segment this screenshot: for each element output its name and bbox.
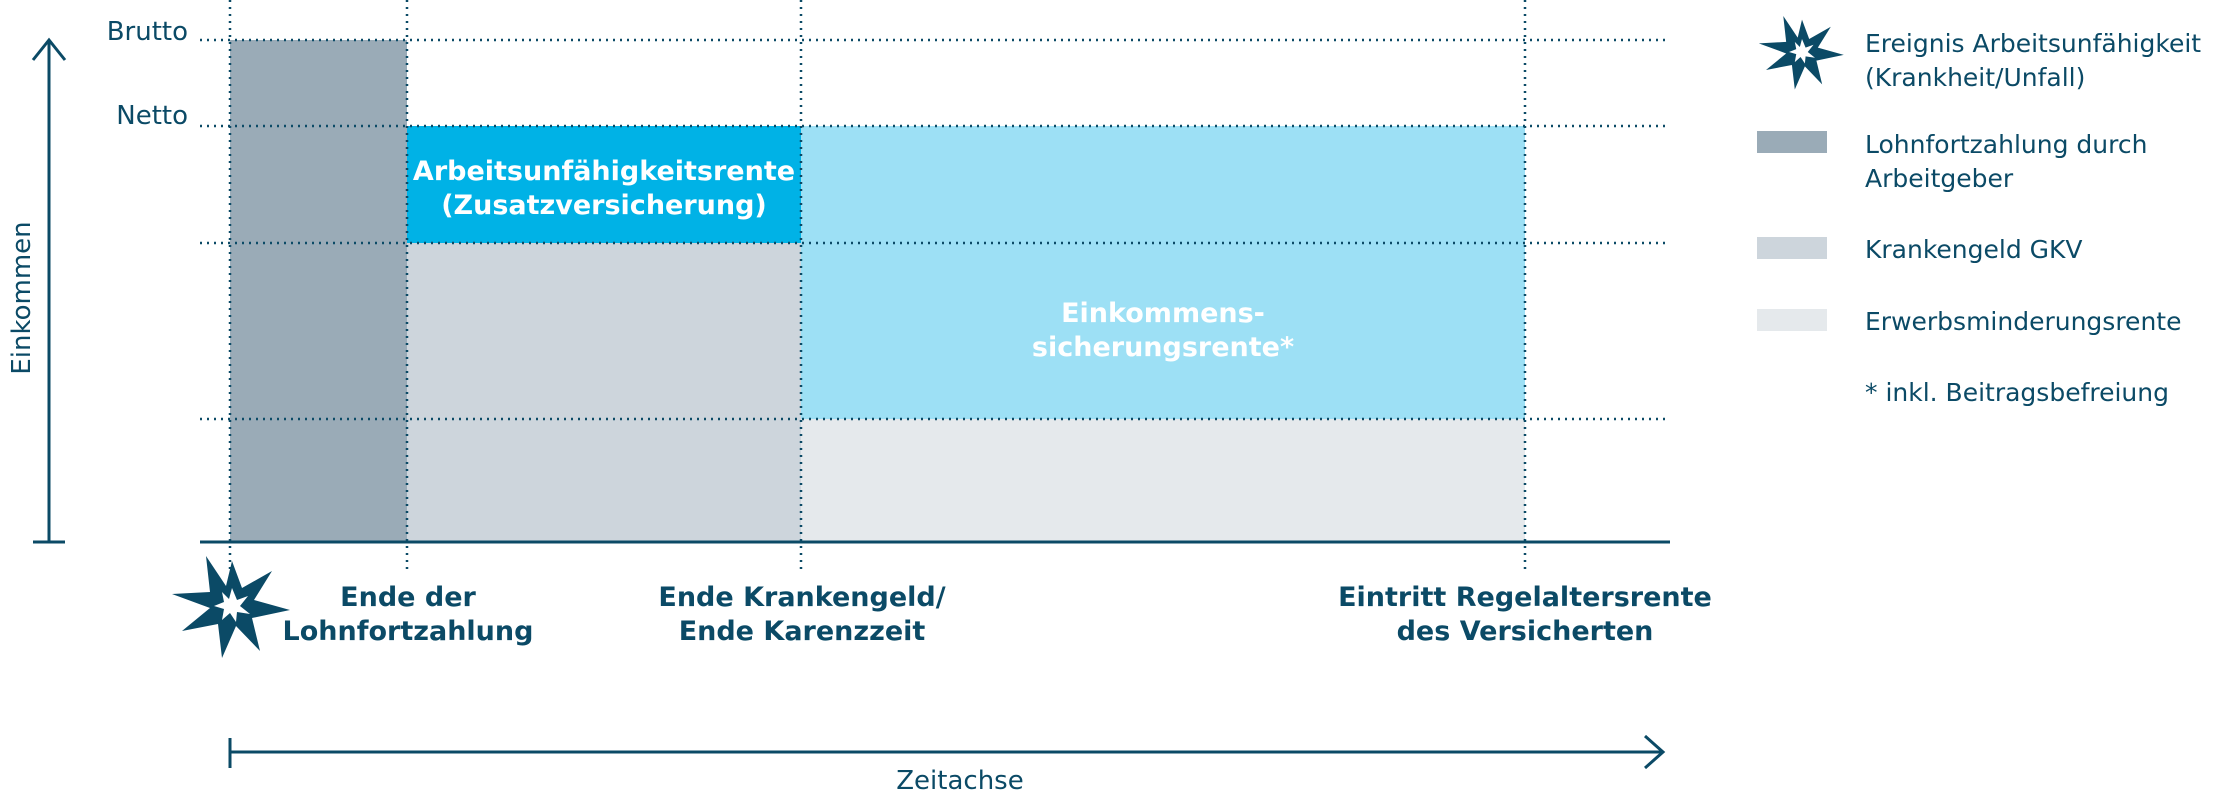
legend-swatch-kranken — [1757, 237, 1827, 259]
einkommen-label-line2: sicherungsrente* — [1032, 332, 1294, 363]
brutto-label: Brutto — [107, 17, 188, 47]
milestone-3-line1: Eintritt Regelaltersrente — [1338, 582, 1712, 613]
legend-lohn-line2: Arbeitgeber — [1865, 164, 2014, 193]
legend-erwerb: Erwerbsminderungsrente — [1865, 307, 2181, 336]
horizontal-gridlines — [200, 38, 1670, 421]
legend-kranken: Krankengeld GKV — [1865, 235, 2083, 264]
legend-event-line1: Ereignis Arbeitsunfähigkeit — [1865, 29, 2201, 58]
milestone-1-line1: Ende der — [340, 582, 476, 613]
krankengeld-block — [407, 243, 801, 542]
legend-swatch-lohn — [1757, 131, 1827, 153]
y-axis-label: Einkommen — [7, 221, 37, 374]
einkommenssicherung-block — [801, 126, 1525, 419]
erwerbsminderung-block — [801, 419, 1525, 542]
legend-note: * inkl. Beitragsbefreiung — [1865, 378, 2169, 407]
netto-label: Netto — [116, 101, 188, 131]
au-rente-block — [407, 126, 801, 243]
lohnfortzahlung-block — [230, 40, 407, 542]
milestone-2-line1: Ende Krankengeld/ — [658, 582, 945, 613]
legend-swatch-erwerb — [1757, 309, 1827, 331]
milestone-3-line2: des Versicherten — [1397, 616, 1654, 647]
legend-event-line2: (Krankheit/Unfall) — [1865, 63, 2085, 92]
legend-star-burst-icon — [1758, 16, 1844, 90]
x-axis-label: Zeitachse — [896, 766, 1023, 796]
legend: Ereignis Arbeitsunfähigkeit (Krankheit/U… — [1757, 16, 2201, 407]
star-burst-icon — [172, 556, 290, 658]
x-axis-arrow — [228, 734, 1666, 770]
y-axis-arrow — [31, 37, 67, 544]
einkommen-label-line1: Einkommens- — [1061, 298, 1265, 329]
milestone-1-line2: Lohnfortzahlung — [283, 616, 534, 647]
au-rente-label-line2: (Zusatzversicherung) — [441, 190, 767, 221]
au-rente-label-line1: Arbeitsunfähigkeitsrente — [413, 156, 795, 187]
vertical-gridlines — [228, 0, 1527, 572]
milestone-2-line2: Ende Karenzzeit — [679, 616, 926, 647]
legend-lohn-line1: Lohnfortzahlung durch — [1865, 130, 2147, 159]
